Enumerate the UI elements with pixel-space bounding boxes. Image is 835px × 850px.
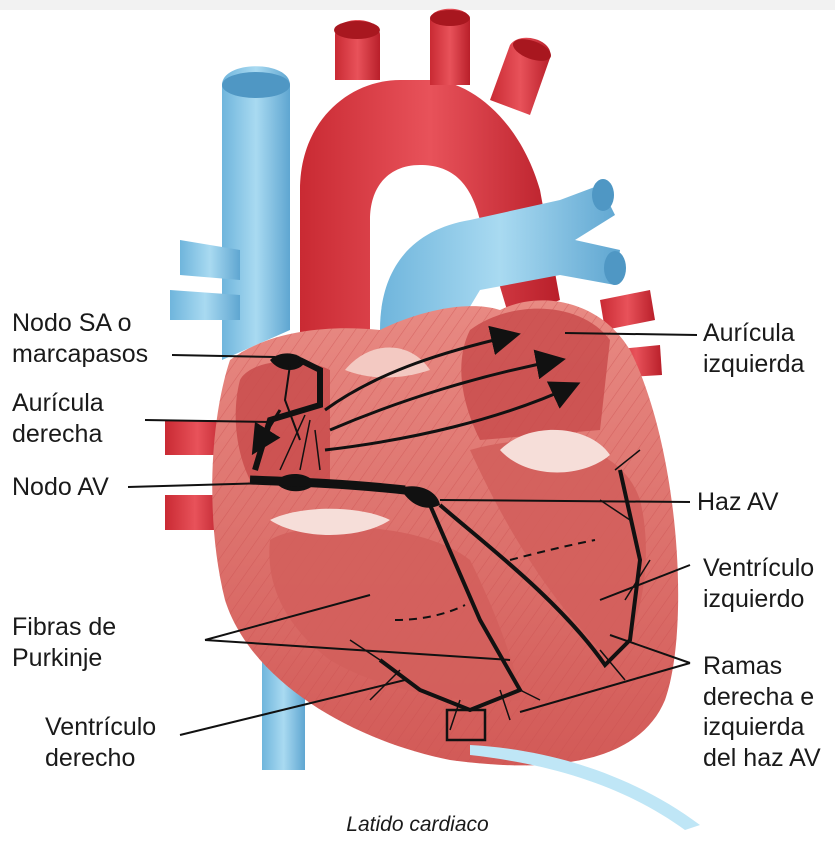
label-sa-node: Nodo SA o marcapasos	[12, 308, 148, 369]
label-bundle-branches: Ramas derecha e izquierda del haz AV	[703, 651, 821, 773]
label-purkinje: Fibras de Purkinje	[12, 612, 116, 673]
label-right-ventricle: Ventrículo derecho	[45, 712, 156, 773]
label-av-bundle: Haz AV	[697, 487, 779, 518]
label-right-atrium: Aurícula derecha	[12, 388, 104, 449]
label-av-node: Nodo AV	[12, 472, 109, 503]
figure-caption: Latido cardiaco	[0, 813, 835, 837]
label-left-atrium: Aurícula izquierda	[703, 318, 804, 379]
label-left-ventricle: Ventrículo izquierdo	[703, 553, 814, 614]
